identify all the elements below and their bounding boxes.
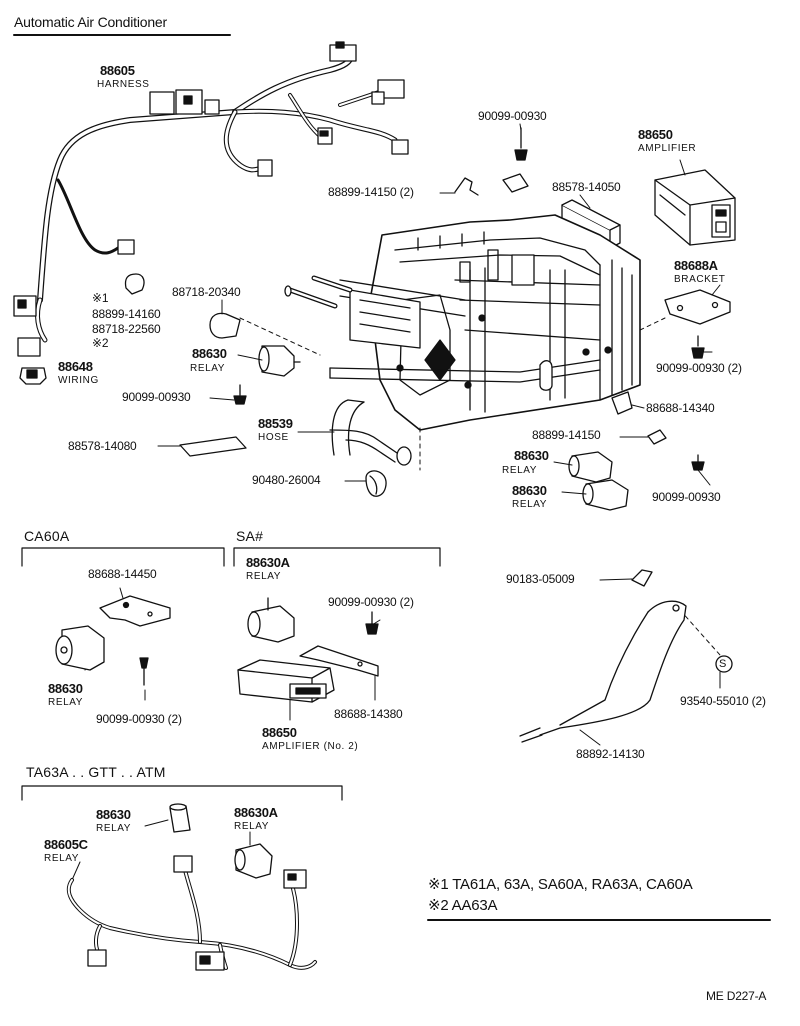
amplifier-88650-drawing bbox=[654, 169, 736, 246]
part-number-relay-right-a: 88630 bbox=[514, 448, 549, 463]
part-number-clip-right: 88899-14150 bbox=[532, 428, 601, 442]
part-number-cover: 88892-14130 bbox=[576, 747, 645, 761]
part-number-harness: 88605 bbox=[100, 63, 135, 78]
part-number-clamp-b: 88718-22560 bbox=[92, 322, 161, 336]
note-mark-2: ※2 bbox=[92, 336, 109, 350]
grommet-drawing bbox=[365, 470, 387, 497]
part-number-amplifier: 88650 bbox=[638, 127, 673, 142]
part-name-relay-right-a: RELAY bbox=[502, 465, 538, 476]
relay-88630-left-drawing bbox=[258, 345, 301, 377]
bolt-right-2-drawing bbox=[691, 454, 705, 471]
ca-bolt-drawing bbox=[139, 657, 149, 686]
hose-88539-drawing bbox=[329, 399, 412, 466]
sa-relay-drawing bbox=[247, 597, 295, 643]
clamp-88899-drawing bbox=[124, 273, 145, 295]
clip-a-drawing bbox=[454, 177, 479, 196]
part-number-ta-relay-2: 88630A bbox=[234, 805, 278, 820]
part-number-bracket-14340: 88688-14340 bbox=[646, 401, 715, 415]
section-heading-ca60a: CA60A bbox=[24, 528, 70, 544]
part-number-clamp-a: 88899-14160 bbox=[92, 307, 161, 321]
clamp-88718-drawing bbox=[209, 312, 241, 339]
document-id: ME D227-A bbox=[706, 989, 767, 1003]
part-number-pad-left: 88578-14080 bbox=[68, 439, 137, 453]
ta-relay-drawing bbox=[169, 803, 191, 833]
part-name-ta-relay: RELAY bbox=[96, 823, 132, 834]
dashed-leaders bbox=[239, 317, 721, 656]
sa-bracket-drawing bbox=[299, 645, 379, 677]
part-number-screw: 93540-55010 (2) bbox=[680, 694, 766, 708]
sa-amplifier-drawing bbox=[237, 659, 335, 703]
ac-unit-drawing bbox=[329, 214, 641, 431]
part-name-hose: HOSE bbox=[258, 432, 289, 443]
nut-drawing bbox=[631, 569, 653, 587]
footnote-2: ※2 AA63A bbox=[428, 897, 498, 914]
bracket-14340-drawing bbox=[611, 391, 633, 415]
cover-drawing bbox=[519, 600, 687, 743]
part-number-bolt-right-2: 90099-00930 bbox=[652, 490, 721, 504]
part-name-relay-left: RELAY bbox=[190, 363, 226, 374]
bracket-88688a-drawing bbox=[664, 289, 731, 325]
part-name-sa-amplifier: AMPLIFIER (No. 2) bbox=[262, 741, 359, 752]
part-number-ta-harness: 88605C bbox=[44, 837, 88, 852]
diagram-title: Automatic Air Conditioner bbox=[14, 14, 167, 30]
part-number-sa-relay: 88630A bbox=[246, 555, 290, 570]
part-number-hose: 88539 bbox=[258, 416, 293, 431]
part-number-bolt-left: 90099-00930 bbox=[122, 390, 191, 404]
part-name-ta-relay-2: RELAY bbox=[234, 821, 270, 832]
part-number-bolt-right: 90099-00930 (2) bbox=[656, 361, 742, 375]
clip-right-drawing bbox=[647, 429, 667, 445]
part-name-sa-relay: RELAY bbox=[246, 571, 282, 582]
pad-88578-14080-drawing bbox=[179, 436, 247, 457]
section-heading-ta63a: TA63A . . GTT . . ATM bbox=[26, 764, 166, 780]
part-number-ta-relay: 88630 bbox=[96, 807, 131, 822]
part-name-relay-right-b: RELAY bbox=[512, 499, 548, 510]
part-number-pad-top: 88578-14050 bbox=[552, 180, 621, 194]
part-number-bolt-top: 90099-00930 bbox=[478, 109, 547, 123]
part-number-ca-bolt: 90099-00930 (2) bbox=[96, 712, 182, 726]
ta-harness-drawing bbox=[66, 855, 317, 971]
section-heading-sa: SA# bbox=[236, 528, 264, 544]
bolt-top-drawing bbox=[514, 127, 528, 161]
part-name-bracket: BRACKET bbox=[674, 274, 726, 285]
part-number-grommet: 90480-26004 bbox=[252, 473, 321, 487]
part-number-wiring: 88648 bbox=[58, 359, 93, 374]
part-name-harness: HARNESS bbox=[97, 79, 150, 90]
part-number-sa-amplifier: 88650 bbox=[262, 725, 297, 740]
note-mark-1: ※1 bbox=[92, 291, 109, 305]
sa-bolt-drawing bbox=[365, 611, 379, 635]
part-number-relay-left: 88630 bbox=[192, 346, 227, 361]
part-number-clamp: 88718-20340 bbox=[172, 285, 241, 299]
part-name-ta-harness: RELAY bbox=[44, 853, 80, 864]
relay-88630-right-b-drawing bbox=[582, 479, 629, 511]
ca-relay-drawing bbox=[55, 625, 105, 671]
section-brackets bbox=[21, 547, 441, 801]
screw-s-drawing bbox=[715, 655, 733, 673]
bolt-right-drawing bbox=[691, 335, 705, 359]
part-number-sa-bolt: 90099-00930 (2) bbox=[328, 595, 414, 609]
screw-mark: S bbox=[719, 658, 727, 670]
part-number-clip-top: 88899-14150 (2) bbox=[328, 185, 414, 199]
part-number-nut: 90183-05009 bbox=[506, 572, 575, 586]
part-name-wiring: WIRING bbox=[58, 375, 99, 386]
clip-b-drawing bbox=[502, 173, 529, 193]
part-number-sa-bracket: 88688-14380 bbox=[334, 707, 403, 721]
ca-bracket-drawing bbox=[99, 595, 171, 627]
part-name-amplifier: AMPLIFIER bbox=[638, 143, 697, 154]
harness-88605-drawing bbox=[13, 41, 409, 385]
relay-88630-right-a-drawing bbox=[568, 451, 613, 483]
part-number-bracket-a: 88688A bbox=[674, 258, 718, 273]
bolt-left-drawing bbox=[233, 384, 247, 405]
ta-relay-2-drawing bbox=[234, 843, 273, 879]
footnote-1: ※1 TA61A, 63A, SA60A, RA63A, CA60A bbox=[428, 876, 693, 893]
part-number-ca-relay: 88630 bbox=[48, 681, 83, 696]
part-name-ca-relay: RELAY bbox=[48, 697, 84, 708]
pipe-stub-drawing bbox=[284, 275, 353, 309]
part-number-ca-bracket: 88688-14450 bbox=[88, 567, 157, 581]
part-number-relay-right-b: 88630 bbox=[512, 483, 547, 498]
